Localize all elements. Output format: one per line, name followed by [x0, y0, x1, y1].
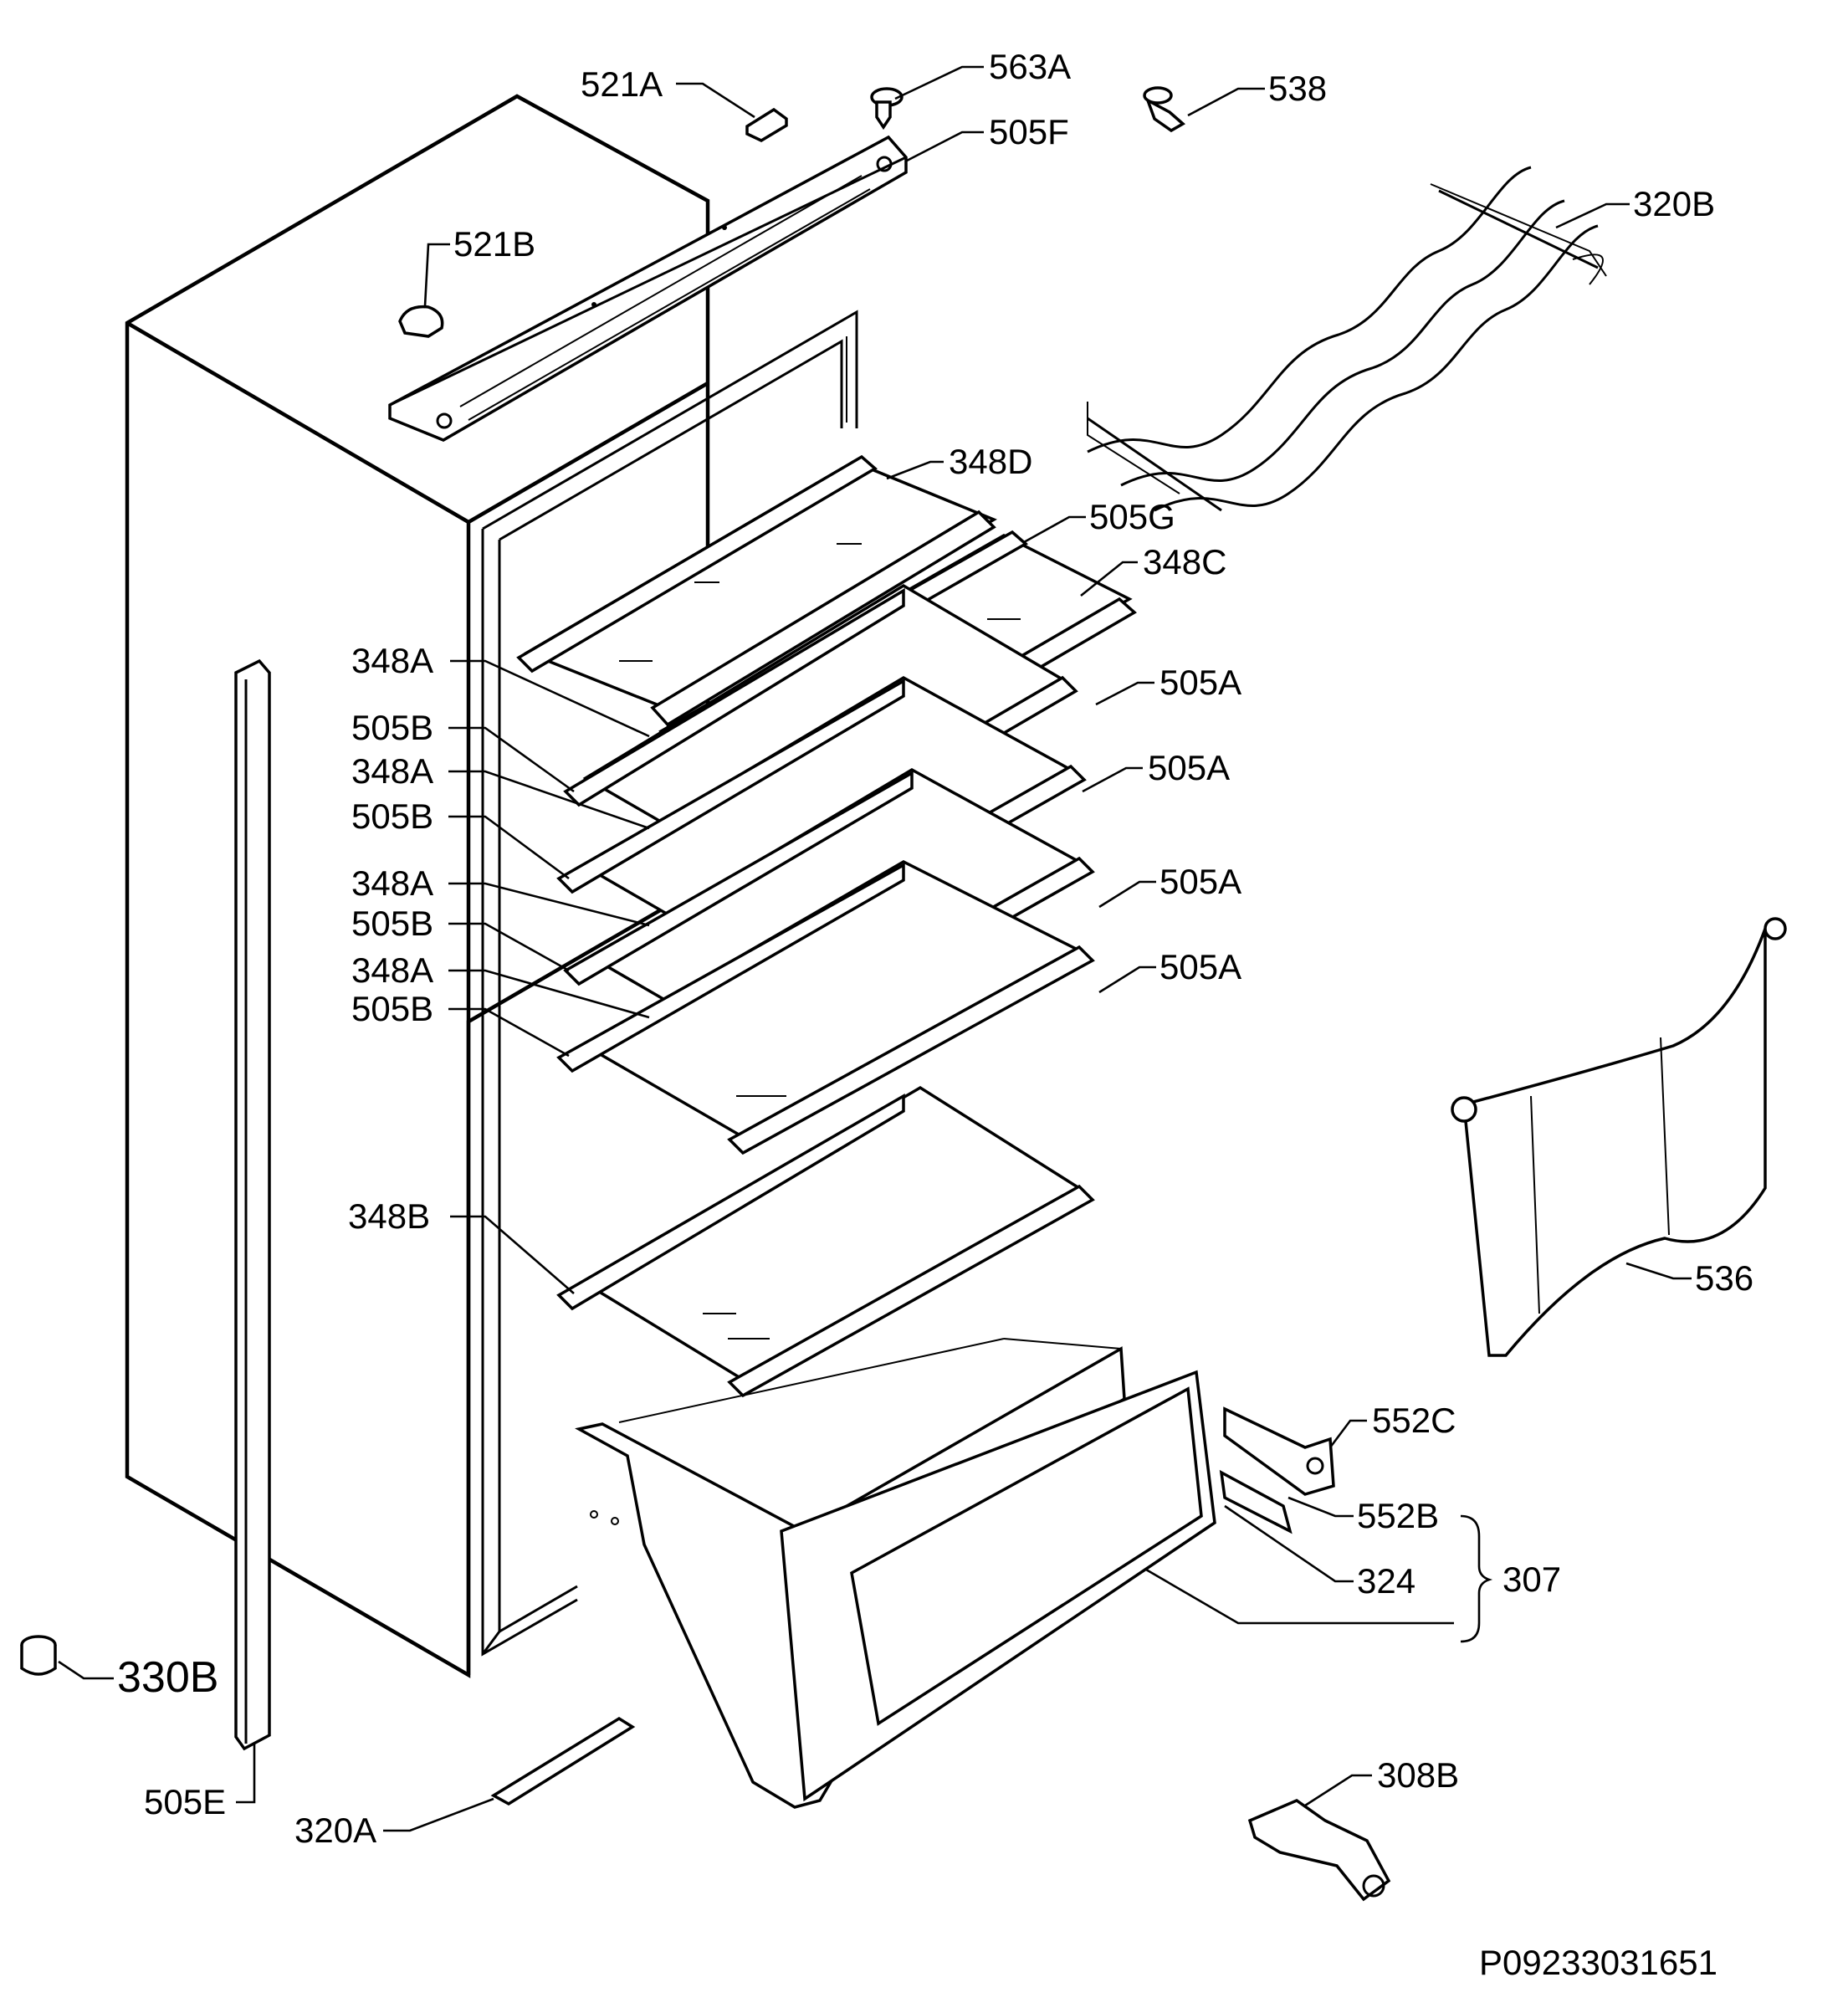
label-505a-4: 505A [1159, 947, 1241, 986]
label-505b-1: 505B [351, 708, 433, 747]
label-348a-1: 348A [351, 641, 433, 680]
label-348c: 348C [1143, 542, 1226, 581]
bracket-320a [490, 1716, 636, 1806]
screw-563a [870, 87, 904, 131]
clip-538 [1143, 86, 1186, 133]
label-538: 538 [1268, 69, 1327, 108]
label-348a-4: 348A [351, 950, 433, 990]
cap-521a [745, 107, 788, 142]
rail-552c [1223, 1406, 1335, 1496]
label-320a: 320A [294, 1811, 376, 1850]
label-324: 324 [1357, 1561, 1415, 1601]
leader-lines [58, 65, 1692, 1832]
label-505e: 505E [144, 1782, 226, 1821]
label-505a-2: 505A [1148, 748, 1230, 787]
part-labels: 521A 563A 538 505F 521B 320B 348D 505G 3… [117, 47, 1753, 1850]
hinge-308b [1247, 1799, 1391, 1902]
label-307: 307 [1502, 1560, 1561, 1599]
label-505b-2: 505B [351, 797, 433, 836]
drawing-number: P09233031651 [1479, 1943, 1717, 1982]
label-348a-3: 348A [351, 863, 433, 903]
foot-330b [20, 1635, 57, 1676]
cover-536 [1451, 917, 1787, 1357]
label-348d: 348D [949, 442, 1032, 481]
label-308b: 308B [1377, 1755, 1459, 1795]
label-505b-3: 505B [351, 904, 433, 943]
crisper-drawer [575, 1338, 1216, 1809]
label-505b-4: 505B [351, 989, 433, 1028]
label-320b: 320B [1633, 184, 1715, 223]
label-348b: 348B [348, 1196, 430, 1236]
label-536: 536 [1695, 1258, 1753, 1298]
label-348a-2: 348A [351, 751, 433, 791]
shelf-348b [556, 1085, 1095, 1398]
label-521a: 521A [581, 64, 663, 104]
label-505a-1: 505A [1159, 663, 1241, 702]
label-552b: 552B [1357, 1496, 1439, 1535]
door-strip-505e [234, 658, 271, 1751]
label-521b: 521B [453, 224, 535, 264]
label-505g: 505G [1089, 497, 1175, 536]
hinge-strip-505f [388, 135, 908, 442]
label-330b: 330B [117, 1653, 218, 1702]
label-552c: 552C [1372, 1401, 1456, 1440]
label-563a: 563A [989, 47, 1071, 86]
label-505f: 505F [989, 112, 1069, 151]
shelf-348a-4 [556, 860, 1095, 1155]
cap-521b [398, 305, 444, 338]
label-505a-3: 505A [1159, 862, 1241, 901]
wine-rack-320b [1087, 166, 1607, 512]
shelf-348d [516, 454, 997, 727]
cabinet-body [125, 94, 858, 1678]
rail-552b [1219, 1469, 1293, 1534]
